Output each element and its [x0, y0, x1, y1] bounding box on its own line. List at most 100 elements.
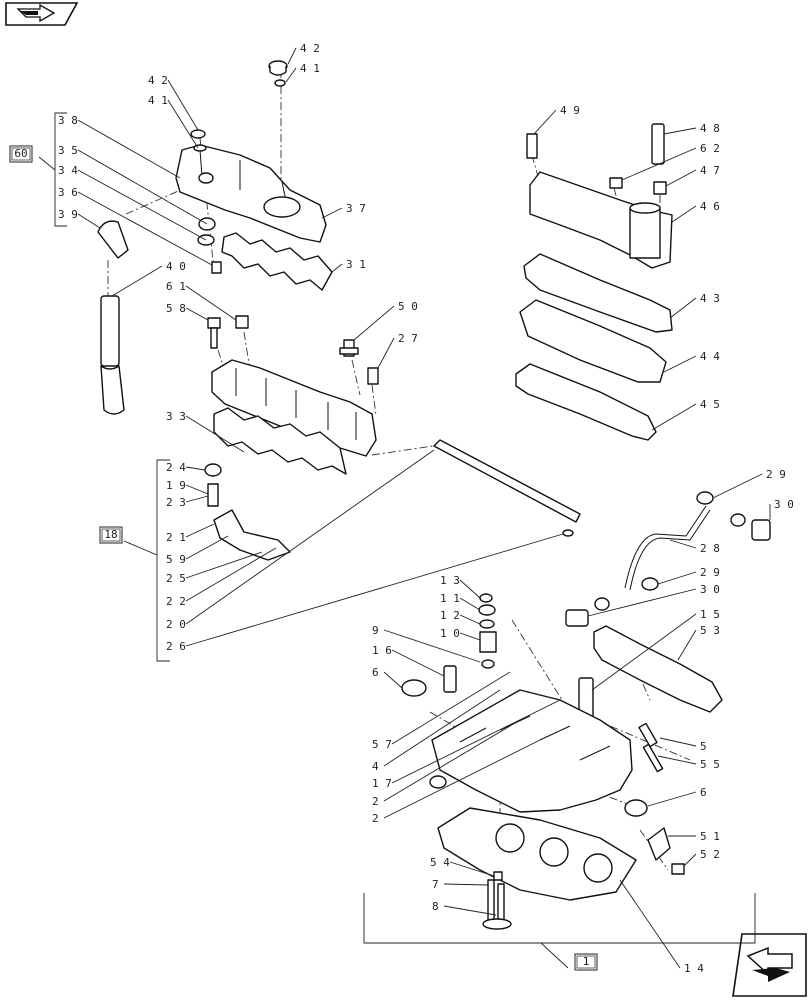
- leader-line: [185, 551, 263, 579]
- leader-line: [391, 699, 561, 784]
- valve-head: [482, 918, 512, 930]
- callout-number: 1 0: [440, 627, 460, 640]
- callout-number: 2 0: [166, 618, 186, 631]
- callout-number: 5 0: [398, 300, 418, 313]
- group-bracket-18: [123, 459, 170, 662]
- leader-line: [77, 149, 208, 225]
- callout-12: 1 2: [440, 609, 481, 625]
- push-rod-20: [433, 439, 581, 523]
- stud-55: [642, 743, 664, 773]
- part-36: [211, 261, 222, 274]
- leader-line: [712, 473, 763, 499]
- leader-line: [383, 689, 501, 767]
- cover-46: [529, 171, 673, 269]
- leader-line: [185, 535, 229, 560]
- nut-61: [235, 315, 249, 329]
- bolt-48: [651, 123, 665, 165]
- cylinder-head: [429, 689, 633, 813]
- callout-number: 4 6: [700, 200, 720, 213]
- leader-line: [111, 265, 163, 297]
- leader-line: [659, 737, 697, 747]
- head-gasket-14: [437, 807, 637, 901]
- callout-30: 3 0: [587, 583, 720, 617]
- callout-11: 1 1: [440, 592, 481, 611]
- callout-61: 6 1: [166, 280, 237, 321]
- callout-number: 2 9: [766, 468, 786, 481]
- part-26: [562, 529, 574, 537]
- callout-number: 4 3: [700, 292, 720, 305]
- gasket-43: [523, 253, 673, 333]
- cap-24: [204, 463, 222, 477]
- guide-54: [493, 871, 503, 881]
- callout-number: 2 3: [166, 496, 186, 509]
- callout-number: 4 2: [148, 74, 168, 87]
- callout-number: 3 0: [774, 498, 794, 511]
- leader-line: [287, 47, 297, 65]
- callout-number: 5 3: [700, 624, 720, 637]
- callout-14: 1 4: [619, 879, 704, 975]
- group-box-label: 1: [583, 955, 590, 968]
- callout-number: 2 2: [166, 595, 186, 608]
- callout-number: 4: [372, 760, 379, 773]
- leader-line: [619, 879, 681, 969]
- leader-line: [185, 449, 435, 625]
- callout-number: 5 1: [700, 830, 720, 843]
- leader-line: [185, 533, 564, 647]
- callout-36: 3 6: [58, 186, 213, 266]
- manifold-53: [593, 625, 723, 713]
- callout-51: 5 1: [668, 830, 720, 843]
- callout-16: 1 6: [372, 644, 445, 677]
- callout-number: 7: [432, 878, 439, 891]
- callout-37: 3 7: [321, 202, 366, 219]
- callout-39: 3 9: [58, 208, 101, 229]
- leader-line: [383, 719, 521, 802]
- callout-number: 1 6: [372, 644, 392, 657]
- callout-41: 4 1: [285, 62, 320, 83]
- callout-number: 3 0: [700, 583, 720, 596]
- leader-line: [591, 613, 697, 691]
- callout-45: 4 5: [651, 398, 720, 431]
- callout-42: 4 2: [148, 74, 199, 131]
- leader-line: [185, 495, 209, 503]
- bolt-27: [367, 367, 379, 385]
- callout-number: 1 7: [372, 777, 392, 790]
- callout-30: 3 0: [769, 498, 794, 520]
- valve-spring-stack: [478, 593, 497, 669]
- leader-line: [77, 213, 101, 229]
- seal-6-b: [624, 799, 648, 817]
- callout-number: 1 2: [440, 609, 460, 622]
- leader-line: [443, 883, 489, 886]
- callout-number: 4 7: [700, 164, 720, 177]
- callout-number: 1 9: [166, 479, 186, 492]
- valve-cover-37: [175, 144, 327, 243]
- leader-line: [647, 791, 697, 807]
- callout-number: 4 9: [560, 104, 580, 117]
- callout-number: 6 1: [166, 280, 186, 293]
- leader-line: [185, 466, 206, 471]
- leader-line: [185, 547, 277, 602]
- leader-line: [459, 614, 481, 625]
- rocker-arm-21: [213, 509, 291, 561]
- cap-42: [190, 60, 288, 152]
- valve-8: [497, 883, 505, 921]
- bolt-52: [671, 863, 685, 875]
- leader-line: [185, 285, 237, 321]
- callout-number: 3 9: [58, 208, 78, 221]
- leader-line: [621, 147, 697, 181]
- next-page-arrow-icon[interactable]: [732, 933, 807, 997]
- gasket-45: [515, 363, 657, 441]
- back-arrow-icon[interactable]: [5, 2, 79, 26]
- callout-15: 1 5: [591, 608, 720, 691]
- callout-number: 4 5: [700, 398, 720, 411]
- callout-4: 4: [372, 689, 501, 773]
- callout-52: 5 2: [683, 848, 720, 867]
- callout-number: 3 5: [58, 144, 78, 157]
- callout-19: 1 9: [166, 479, 209, 495]
- callout-44: 4 4: [663, 350, 720, 373]
- callout-number: 5 9: [166, 553, 186, 566]
- callout-42: 4 2: [287, 42, 320, 65]
- leader-line: [669, 539, 697, 549]
- washer-29-a: [696, 491, 714, 505]
- callout-number: 6: [700, 786, 707, 799]
